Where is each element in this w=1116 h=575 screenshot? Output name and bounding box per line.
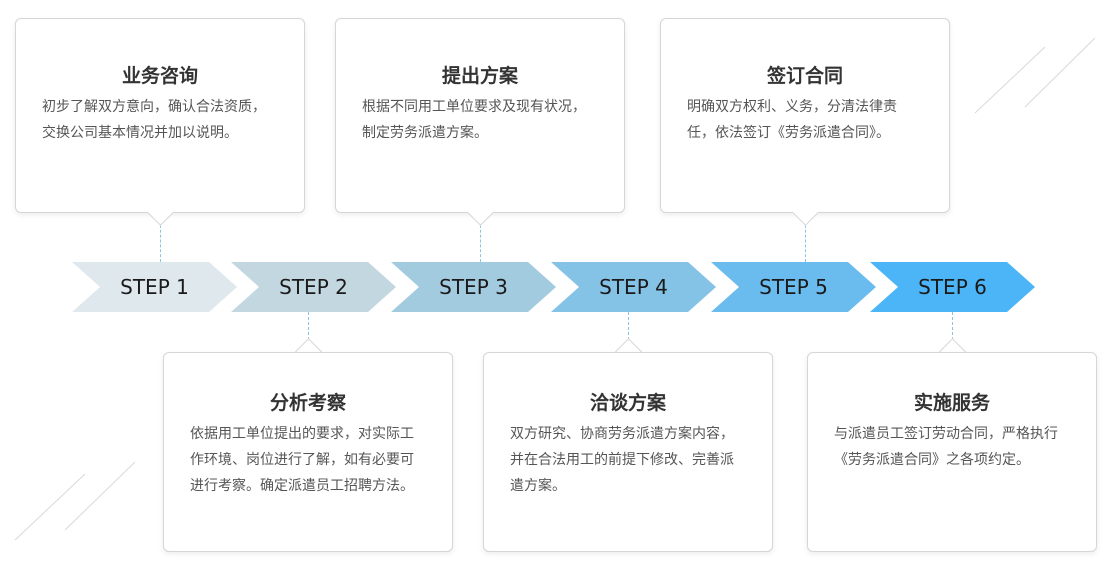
- step-2-chevron: STEP 2: [231, 262, 396, 312]
- card-description: 依据用工单位提出的要求，对实际工作环境、岗位进行了解，如有必要可进行考察。确定派…: [190, 426, 414, 494]
- step-3-chevron: STEP 3: [391, 262, 556, 312]
- card-business-consult: 业务咨询 初步了解双方意向，确认合法资质，交换公司基本情况并加以说明。: [15, 18, 305, 213]
- card-title: 分析考察: [269, 392, 346, 414]
- step-label: STEP 6: [918, 275, 987, 299]
- card-description: 双方研究、协商劳务派遣方案内容，并在合法用工的前提下修改、完善派遣方案。: [510, 426, 734, 494]
- card-description: 明确双方权利、义务，分清法律责任，依法签订《劳务派遣合同》。: [687, 99, 897, 141]
- step-label: STEP 1: [120, 275, 189, 299]
- step-4-chevron: STEP 4: [551, 262, 716, 312]
- card-description: 根据不同用工单位要求及现有状况，制定劳务派遣方案。: [362, 99, 586, 141]
- card-description: 初步了解双方意向，确认合法资质，交换公司基本情况并加以说明。: [42, 99, 266, 141]
- card-title: 提出方案: [441, 65, 518, 87]
- card-title: 洽谈方案: [589, 392, 666, 414]
- card-title: 签订合同: [766, 65, 843, 87]
- card-analyze-inspect: 分析考察 依据用工单位提出的要求，对实际工作环境、岗位进行了解，如有必要可进行考…: [163, 352, 453, 552]
- deco-line: [64, 461, 136, 531]
- step-1-chevron: STEP 1: [72, 262, 237, 312]
- step-label: STEP 3: [439, 275, 508, 299]
- deco-line: [14, 473, 86, 541]
- card-description: 与派遣员工签订劳动合同，严格执行《劳务派遣合同》之各项约定。: [834, 426, 1058, 468]
- step-label: STEP 4: [599, 275, 668, 299]
- connector-step3: [480, 220, 481, 262]
- step-6-chevron: STEP 6: [870, 262, 1035, 312]
- step-label: STEP 5: [759, 275, 828, 299]
- card-sign-contract: 签订合同 明确双方权利、义务，分清法律责任，依法签订《劳务派遣合同》。: [660, 18, 950, 213]
- card-propose-plan: 提出方案 根据不同用工单位要求及现有状况，制定劳务派遣方案。: [335, 18, 625, 213]
- connector-step6: [952, 312, 953, 350]
- step-label: STEP 2: [279, 275, 348, 299]
- card-title: 业务咨询: [121, 65, 198, 87]
- card-title: 实施服务: [913, 392, 990, 414]
- connector-step2: [308, 312, 309, 350]
- connector-step5: [805, 220, 806, 262]
- connector-step1: [160, 220, 161, 262]
- card-implement-service: 实施服务 与派遣员工签订劳动合同，严格执行《劳务派遣合同》之各项约定。: [807, 352, 1097, 552]
- deco-line: [974, 46, 1046, 114]
- step-5-chevron: STEP 5: [711, 262, 876, 312]
- connector-step4: [628, 312, 629, 350]
- deco-line: [1024, 37, 1096, 108]
- card-negotiate-plan: 洽谈方案 双方研究、协商劳务派遣方案内容，并在合法用工的前提下修改、完善派遣方案…: [483, 352, 773, 552]
